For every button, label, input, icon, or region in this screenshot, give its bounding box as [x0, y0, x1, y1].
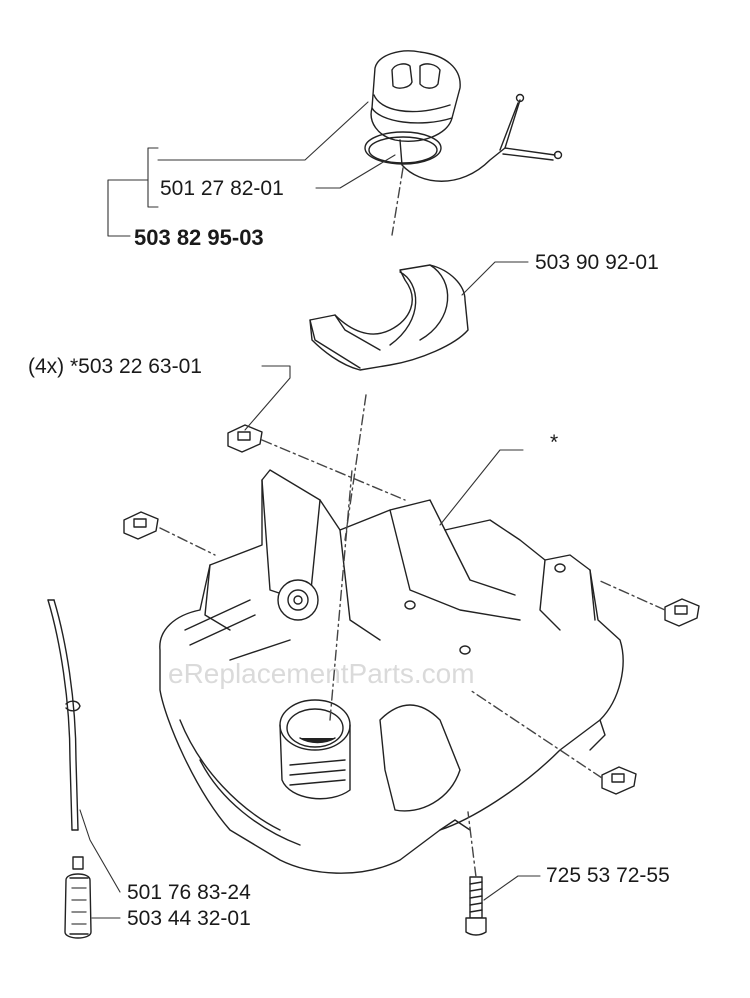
part-label-fuel-hose: 501 76 83-24 [127, 881, 251, 904]
fuel-cap-icon [365, 51, 562, 181]
cover-holder-icon [310, 265, 468, 370]
clip-nut-icon [124, 425, 699, 794]
part-label-fuel-filter: 503 44 32-01 [127, 907, 251, 930]
part-label-cap-assembly: 503 82 95-03 [134, 225, 264, 250]
part-label-cap-inner: 501 27 82-01 [160, 177, 284, 200]
part-label-screw: 725 53 72-55 [546, 864, 670, 887]
watermark: eReplacementParts.com [168, 658, 475, 689]
screw-icon [466, 877, 486, 935]
part-label-cover-holder: 503 90 92-01 [535, 251, 659, 274]
part-label-tank-body: * [550, 431, 559, 454]
fuel-filter-icon [65, 857, 91, 938]
tank-housing-icon [160, 470, 623, 873]
fuel-hose-icon [48, 600, 80, 830]
part-label-clip-nut: (4x) *503 22 63-01 [28, 355, 202, 378]
